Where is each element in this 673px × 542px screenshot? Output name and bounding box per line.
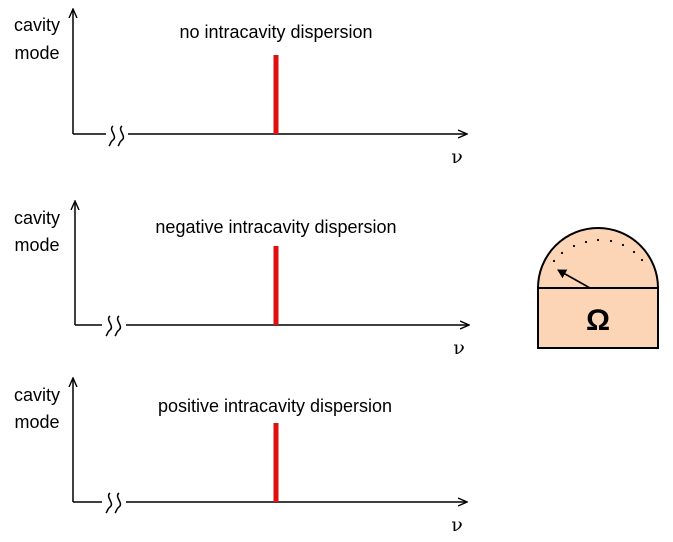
panel-no-dispersion: cavity mode no intracavity dispersion ν bbox=[14, 10, 466, 168]
meter-needle bbox=[557, 269, 591, 289]
y-axis-label-line2: mode bbox=[14, 412, 59, 432]
axis-break-icon bbox=[102, 492, 126, 514]
panel-title: no intracavity dispersion bbox=[179, 22, 372, 42]
y-axis-label-line1: cavity bbox=[14, 15, 60, 35]
y-axis-label-line2: mode bbox=[14, 43, 59, 63]
panel-negative-dispersion: cavity mode negative intracavity dispers… bbox=[14, 202, 468, 359]
ohm-symbol: Ω bbox=[586, 304, 610, 337]
x-axis-label: ν bbox=[451, 514, 463, 536]
axis-break-icon bbox=[102, 315, 126, 337]
panel-title: negative intracavity dispersion bbox=[155, 217, 396, 237]
x-axis-label: ν bbox=[451, 146, 463, 168]
y-axis-label-line2: mode bbox=[14, 235, 59, 255]
axis-break-icon bbox=[106, 125, 128, 147]
panel-title: positive intracavity dispersion bbox=[158, 396, 392, 416]
meter-body bbox=[537, 287, 659, 349]
x-axis-label: ν bbox=[453, 337, 465, 359]
y-axis-label-line1: cavity bbox=[14, 208, 60, 228]
y-axis-label-line1: cavity bbox=[14, 385, 60, 405]
dial-tick-marks bbox=[552, 238, 644, 263]
ohmmeter-icon: Ω bbox=[536, 227, 660, 349]
panel-positive-dispersion: cavity mode positive intracavity dispers… bbox=[14, 379, 466, 536]
meter-dial bbox=[536, 227, 660, 289]
